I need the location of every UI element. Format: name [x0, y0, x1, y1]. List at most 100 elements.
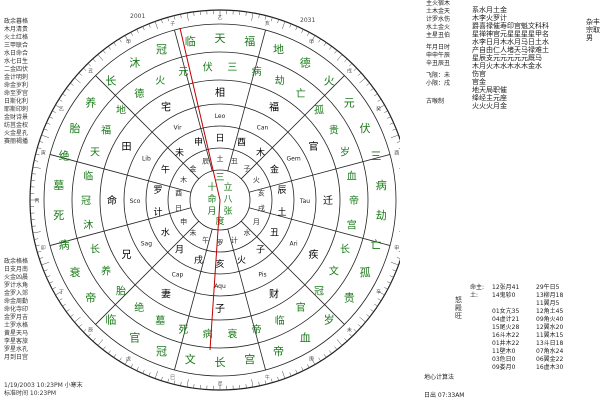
mid-ring-char: 福: [244, 34, 255, 48]
mid-ring-char: 天: [215, 32, 226, 45]
planet-cell: 12翼水20: [536, 324, 564, 331]
degree-tick: [323, 354, 327, 358]
left-bottom-line-5: 命金周勤: [4, 298, 29, 305]
degree-tick: [370, 88, 374, 91]
degree-tick: [359, 77, 366, 84]
title-lines: 主火宿木土木金天计罗水伤水土金火主星丑伯: [426, 0, 450, 40]
degree-tick: [154, 21, 158, 30]
mid-ring-char: 死: [53, 209, 64, 222]
timestamp-block: 1/19/2003 10:23PM 小寒末标准时间 10:23PM: [4, 382, 83, 398]
degree-tick: [46, 122, 51, 125]
center-char: 月: [207, 206, 216, 217]
left-bottom-line-10: 李星客旅: [4, 338, 29, 345]
mid-ring-char-2: 帝: [349, 194, 359, 207]
degree-tick: [31, 225, 36, 227]
right-title-line-3: 水土金火: [426, 24, 451, 31]
palace-inner-char: 罗: [217, 239, 224, 247]
mid-ring-char: 养: [85, 95, 96, 109]
degree-tick: [384, 110, 388, 113]
degree-tick: [398, 251, 400, 252]
mid-ring-char-2: 岁: [340, 146, 350, 159]
mansion-char: 疾: [309, 248, 319, 261]
palace-inner-char: 水: [243, 228, 250, 237]
house-divider: [248, 154, 391, 193]
ancient-system-label: 古喉制: [426, 98, 445, 105]
degree-tick: [66, 309, 70, 312]
degree-tick: [78, 324, 82, 328]
degree-tick: [180, 14, 182, 19]
palace-inner-char: 酉: [175, 190, 182, 198]
palace-inner-char: 辰: [202, 158, 209, 166]
planet-cell: 01女亢35: [492, 308, 520, 315]
zodiac-sign: Cap: [172, 272, 184, 279]
planet-cell: 06翼金22: [536, 356, 564, 363]
palace-char: 申: [194, 136, 203, 148]
degree-tick: [167, 378, 169, 383]
outer-degree-label: 巳: [170, 375, 175, 381]
degree-tick: [349, 333, 353, 337]
left-top-line-7: 金计明刺: [4, 74, 29, 81]
right-vert-line-2: 男: [586, 34, 593, 42]
mansion-char: 官: [309, 140, 319, 153]
degree-tick: [113, 42, 117, 46]
mid-ring-char-2: 孤: [314, 105, 324, 117]
mid-ring-char: 长: [105, 74, 116, 87]
star-column-line-5: 产自由仁人堵天马禄难土: [472, 46, 549, 54]
degree-tick: [374, 93, 378, 97]
palace-inner-char: 木: [180, 175, 187, 184]
outer-degree-label: 辛: [376, 289, 381, 296]
palace-char: 酉: [237, 137, 246, 148]
mid-ring-char-2: 帝: [252, 323, 262, 336]
side-label-0: 怒: [455, 296, 462, 304]
left-top-line-6: 二金四伏: [4, 66, 29, 73]
zodiac-sign: Ari: [289, 241, 298, 248]
palace-inner-char: 金: [190, 164, 197, 173]
star-column-line-4: 水李日月木水月马日土水: [472, 38, 549, 46]
degree-tick: [102, 50, 106, 54]
degree-tick: [258, 14, 260, 19]
mid-ring-char: 帝: [85, 291, 96, 305]
mid-ring-char: 病: [376, 178, 387, 192]
zodiac-sign: Sag: [141, 241, 152, 248]
ring-6: [167, 147, 273, 253]
degree-tick: [35, 244, 40, 247]
degree-tick: [245, 11, 247, 16]
right-vert-line-1: 宗取: [586, 26, 600, 34]
degree-tick: [83, 329, 87, 333]
palace-char: 罗: [153, 185, 162, 196]
planet-cell: 09娄月0: [492, 364, 516, 371]
degree-tick: [377, 104, 385, 110]
zodiac-sign: Pis: [258, 272, 266, 279]
degree-tick: [358, 324, 362, 328]
left-top-line-14: 火金星孔: [4, 130, 29, 137]
degree-tick: [301, 367, 304, 371]
degree-tick: [161, 19, 163, 24]
mid-ring-char: 临: [185, 34, 196, 48]
mid-ring-char-2: 贵: [329, 123, 339, 136]
house-divider: [227, 29, 266, 172]
degree-tick: [161, 376, 163, 381]
star-column-line-6: 星辰支元元元元元厩马: [472, 54, 542, 62]
palace-inner-char: 未: [190, 228, 197, 237]
degree-tick: [46, 275, 51, 278]
degree-tick: [323, 42, 327, 46]
degree-tick: [245, 384, 247, 389]
left-bottom-line-1: 日支月南: [4, 266, 29, 273]
zodiac-sign: Gem: [287, 156, 301, 163]
mid-ring-char-2: 文: [329, 265, 339, 278]
center-char: 立: [223, 181, 232, 193]
planet-cell: 土:: [470, 292, 479, 299]
sunrise-label: 日出 07:33AM: [424, 390, 464, 399]
side-labels: 怒殿旺: [455, 296, 462, 320]
degree-tick: [334, 50, 338, 54]
planet-cell: 07角水24: [536, 348, 564, 355]
right-title-line-2: 计罗水伤: [426, 16, 451, 23]
degree-tick: [32, 231, 41, 234]
right-mid-line-1: 申申午辰: [426, 52, 451, 59]
degree-tick: [334, 346, 338, 350]
mansion-char: 妻: [161, 288, 171, 301]
degree-tick: [277, 19, 279, 24]
degree-tick: [35, 153, 40, 156]
degree-tick: [329, 46, 332, 50]
mid-ring-char-2: 德: [134, 87, 144, 100]
